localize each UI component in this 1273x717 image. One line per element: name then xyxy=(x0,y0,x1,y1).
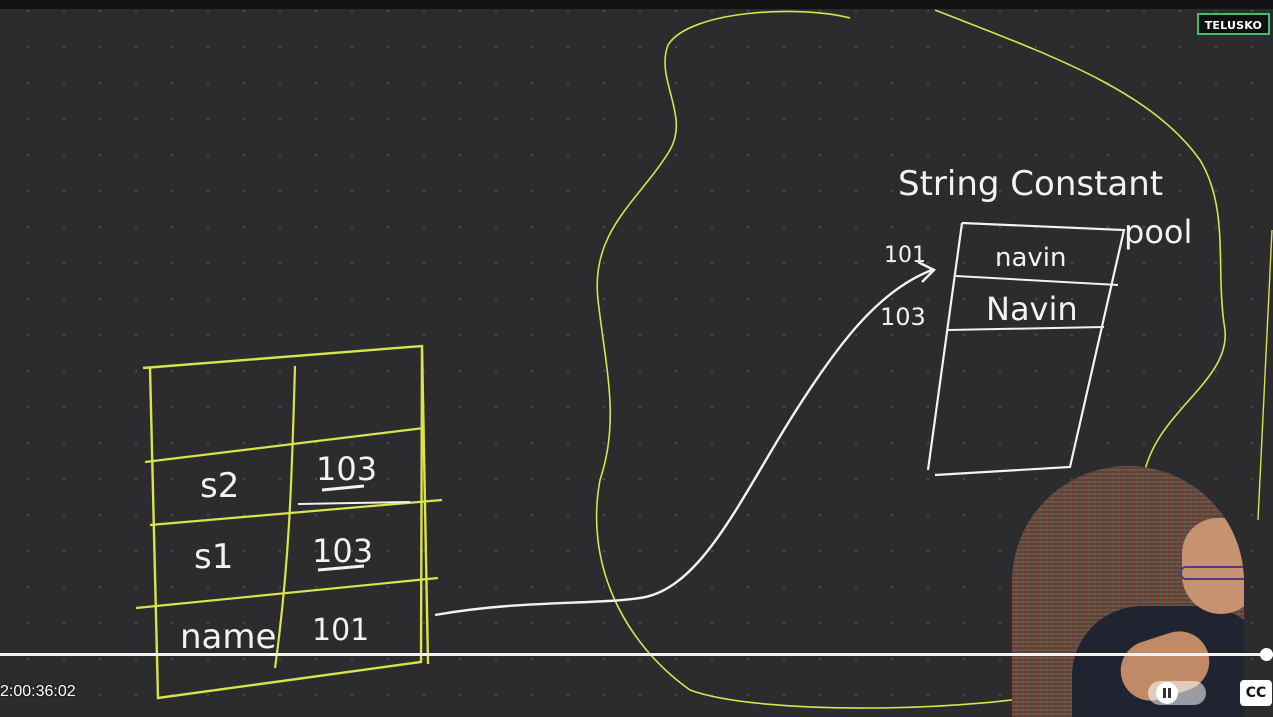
stack-ref-s2: 103 xyxy=(316,450,377,488)
heap-outline xyxy=(595,10,1071,709)
pool-value-navin: navin xyxy=(995,243,1067,273)
video-progress-bar[interactable] xyxy=(0,648,1273,661)
captions-button[interactable]: CC xyxy=(1240,680,1272,706)
video-progress-fill xyxy=(0,653,1273,656)
heap-outline-right xyxy=(934,9,1226,471)
stack-ref-s2-strike xyxy=(297,501,411,505)
stack-ref-s2-underline xyxy=(321,484,365,492)
pool-address-101: 101 xyxy=(884,243,926,268)
stack-row-line-2 xyxy=(149,498,443,527)
stack-var-s2: s2 xyxy=(200,466,239,506)
right-edge-line xyxy=(1257,229,1273,521)
stack-table-frame xyxy=(142,344,430,700)
video-timestamp: 2:00:36:02 xyxy=(0,683,76,700)
stack-row-line-3 xyxy=(135,576,439,610)
pool-row-divider-1 xyxy=(955,275,1119,286)
stack-table-col-divider xyxy=(273,365,297,669)
video-progress-knob[interactable] xyxy=(1260,648,1273,661)
reference-arrow-head xyxy=(917,260,937,283)
pool-title-line2: pool xyxy=(1124,213,1192,251)
stack-var-name: name xyxy=(180,617,276,657)
top-bar xyxy=(0,0,1273,9)
reference-arrow xyxy=(434,268,933,617)
pool-title-line1: String Constant xyxy=(898,164,1163,204)
pause-icon xyxy=(1156,682,1178,704)
presenter-glasses xyxy=(1180,566,1244,580)
pool-address-103: 103 xyxy=(880,303,926,331)
presenter-webcam xyxy=(1012,466,1244,717)
stack-ref-s1-underline xyxy=(317,564,365,572)
stack-ref-s1: 103 xyxy=(312,532,373,570)
channel-logo: TELUSKO xyxy=(1196,13,1270,35)
pool-row-divider-2 xyxy=(947,326,1105,331)
autoplay-toggle[interactable] xyxy=(1148,681,1206,705)
stack-var-s1: s1 xyxy=(194,537,233,577)
pool-value-Navin: Navin xyxy=(986,290,1078,328)
pool-box xyxy=(926,221,1126,477)
stack-row-line-1 xyxy=(144,426,425,464)
stack-ref-name: 101 xyxy=(312,613,369,648)
